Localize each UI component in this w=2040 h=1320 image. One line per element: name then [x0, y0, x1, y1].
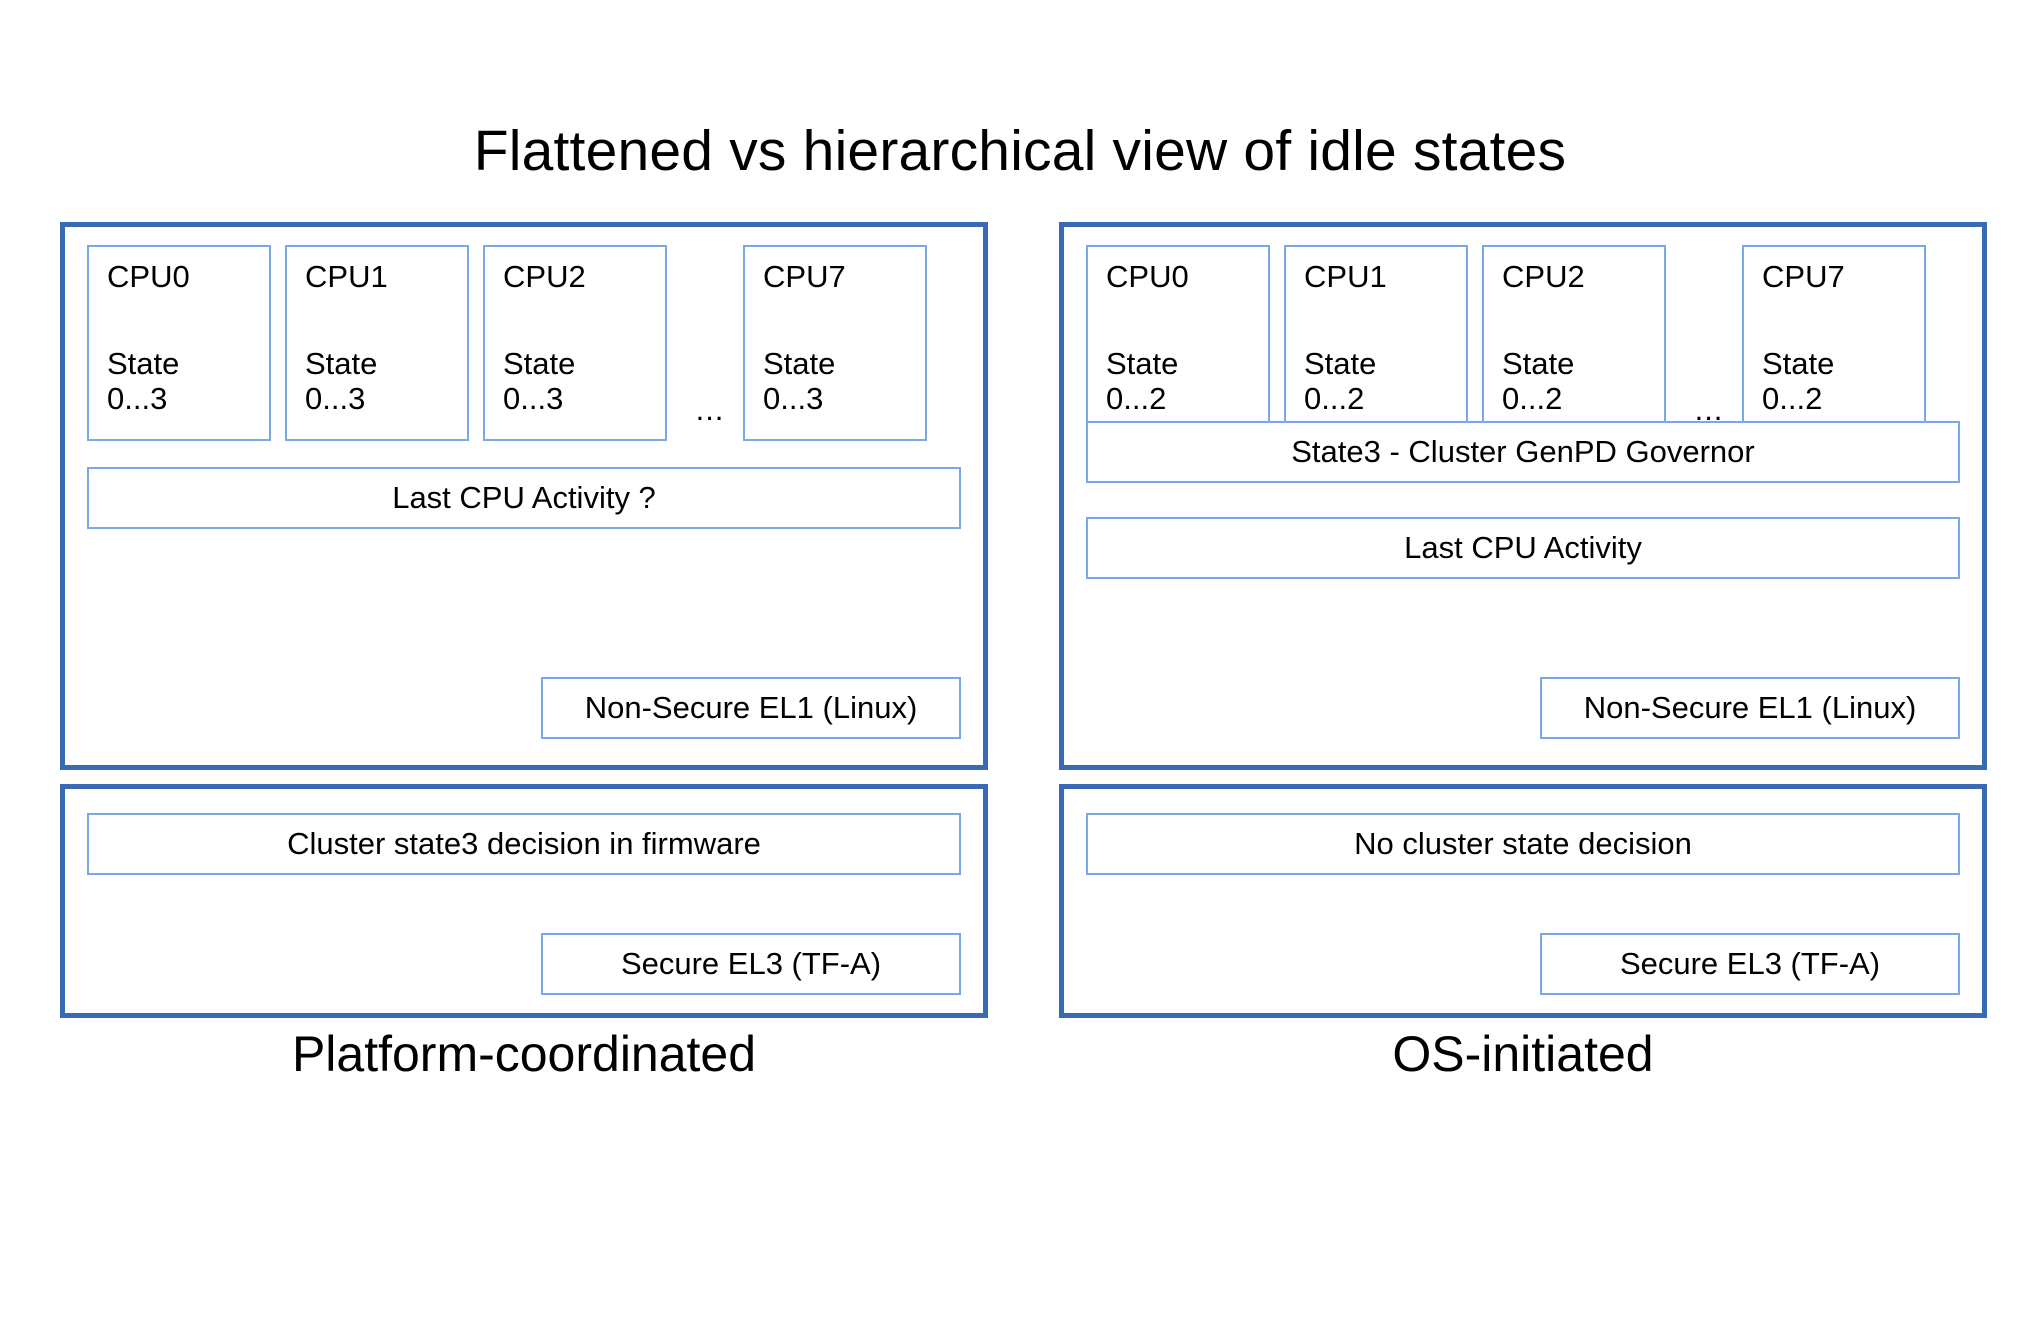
- cpu-state-word: State: [1502, 346, 1575, 381]
- cpu-label: CPU7: [1762, 259, 1845, 294]
- cpu-state-range: 0...3: [107, 381, 168, 416]
- cpu-label: CPU2: [1502, 259, 1585, 294]
- cpu-label: CPU1: [305, 259, 388, 294]
- cpu-state-range: 0...3: [763, 381, 824, 416]
- cpu-state-range: 0...3: [305, 381, 366, 416]
- cpu-state-word: State: [305, 346, 378, 381]
- cpu-state-word: State: [503, 346, 576, 381]
- cpu-state-word: State: [1304, 346, 1377, 381]
- no-cluster-state-decision-box: No cluster state decision: [1086, 813, 1960, 875]
- cpu-state-word: State: [1762, 346, 1835, 381]
- cpu-box-cpu0: CPU0 State 0...2: [1086, 245, 1270, 441]
- platform-coordinated-column: CPU0 State 0...3 CPU1 State 0...3 CPU2 S…: [60, 222, 988, 1018]
- left-os-panel: CPU0 State 0...3 CPU1 State 0...3 CPU2 S…: [60, 222, 988, 770]
- left-column-caption: Platform-coordinated: [291, 1026, 757, 1082]
- left-firmware-panel: Cluster state3 decision in firmware Secu…: [60, 784, 988, 1018]
- cpu-label: CPU2: [503, 259, 586, 294]
- right-os-panel: CPU0 State 0...2 CPU1 State 0...2 CPU2 S…: [1059, 222, 1987, 770]
- cpu-state-range: 0...2: [1762, 381, 1823, 416]
- cpu-state-word: State: [763, 346, 836, 381]
- cpu-box-cpu1: CPU1 State 0...2: [1284, 245, 1468, 441]
- right-firmware-panel: No cluster state decision Secure EL3 (TF…: [1059, 784, 1987, 1018]
- left-cpu-row: CPU0 State 0...3 CPU1 State 0...3 CPU2 S…: [87, 245, 961, 443]
- cpu-label: CPU0: [107, 259, 190, 294]
- cpu-box-cpu7: CPU7 State 0...3: [743, 245, 927, 441]
- cpu-row-ellipsis: ...: [695, 392, 725, 427]
- cpu-state-range: 0...2: [1304, 381, 1365, 416]
- page-title: Flattened vs hierarchical view of idle s…: [473, 119, 1567, 183]
- cpu-state-range: 0...2: [1502, 381, 1563, 416]
- cpu-box-cpu7: CPU7 State 0...2: [1742, 245, 1926, 441]
- left-secure-el3-tag: Secure EL3 (TF-A): [541, 933, 961, 995]
- left-last-cpu-activity-box: Last CPU Activity ?: [87, 467, 961, 529]
- cpu-state-range: 0...3: [503, 381, 564, 416]
- cpu-label: CPU1: [1304, 259, 1387, 294]
- cpu-state-range: 0...2: [1106, 381, 1167, 416]
- cpu-box-cpu2: CPU2 State 0...2: [1482, 245, 1666, 441]
- cpu-label: CPU0: [1106, 259, 1189, 294]
- cpu-box-cpu0: CPU0 State 0...3: [87, 245, 271, 441]
- cluster-genpd-governor-box: State3 - Cluster GenPD Governor: [1086, 421, 1960, 483]
- cpu-label: CPU7: [763, 259, 846, 294]
- cluster-state3-decision-box: Cluster state3 decision in firmware: [87, 813, 961, 875]
- right-last-cpu-activity-box: Last CPU Activity: [1086, 517, 1960, 579]
- right-cpu-row: CPU0 State 0...2 CPU1 State 0...2 CPU2 S…: [1086, 245, 1960, 443]
- cpu-state-word: State: [107, 346, 180, 381]
- cpu-box-cpu1: CPU1 State 0...3: [285, 245, 469, 441]
- os-initiated-column: CPU0 State 0...2 CPU1 State 0...2 CPU2 S…: [1059, 222, 1987, 1018]
- left-non-secure-el1-tag: Non-Secure EL1 (Linux): [541, 677, 961, 739]
- cpu-state-word: State: [1106, 346, 1179, 381]
- right-secure-el3-tag: Secure EL3 (TF-A): [1540, 933, 1960, 995]
- cpu-box-cpu2: CPU2 State 0...3: [483, 245, 667, 441]
- right-column-caption: OS-initiated: [1392, 1026, 1654, 1082]
- cpu-row-ellipsis: ...: [1694, 392, 1724, 427]
- right-non-secure-el1-tag: Non-Secure EL1 (Linux): [1540, 677, 1960, 739]
